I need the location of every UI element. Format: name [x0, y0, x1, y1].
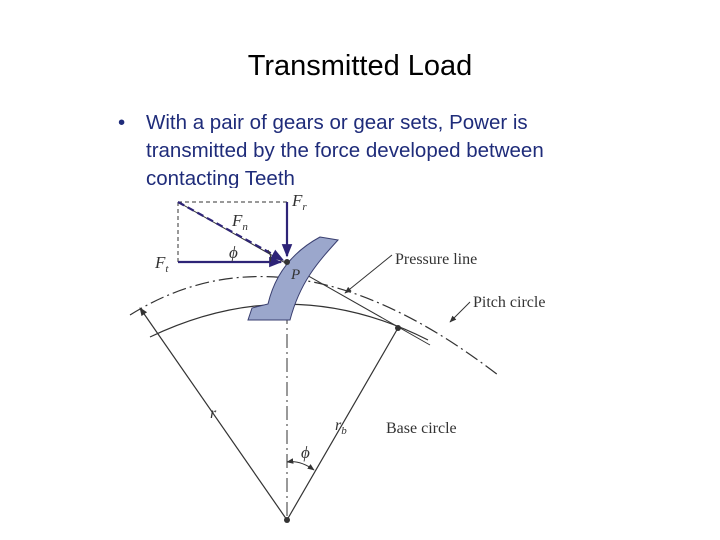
p-label: P	[290, 267, 300, 283]
pitch-circle-leader	[449, 301, 471, 323]
gear-tooth	[247, 236, 339, 321]
bullet-text: With a pair of gears or gear sets, Power…	[146, 111, 544, 190]
fr-label: Fr	[291, 191, 307, 213]
base-tangent-dot	[395, 325, 401, 331]
base-circle-label: Base circle	[386, 420, 457, 437]
r-label: r	[210, 405, 217, 422]
pressure-line-leader	[344, 254, 393, 294]
base-radius-line	[286, 327, 399, 521]
fn-label: Fn	[231, 211, 248, 233]
phi-label-top: ϕ	[229, 243, 238, 262]
normal-force-arrow	[177, 201, 285, 261]
phi-label-bottom: ϕ	[301, 443, 310, 462]
pitch-radius-arrow	[139, 307, 288, 521]
gear-center-dot	[284, 517, 290, 523]
pressure-line-label: Pressure line	[395, 251, 477, 268]
pitch-circle-label: Pitch circle	[473, 294, 545, 311]
bullet-marker: •	[118, 111, 126, 134]
phi-angle-arc-bottom	[286, 458, 315, 471]
slide-title: Transmitted Load	[247, 50, 473, 82]
pitch-point-dot	[284, 259, 290, 265]
pitch-circle-arc	[129, 275, 499, 376]
ft-label: Ft	[154, 253, 169, 275]
rb-label: rb	[335, 417, 347, 437]
phi-angle-arc-top	[267, 249, 272, 263]
